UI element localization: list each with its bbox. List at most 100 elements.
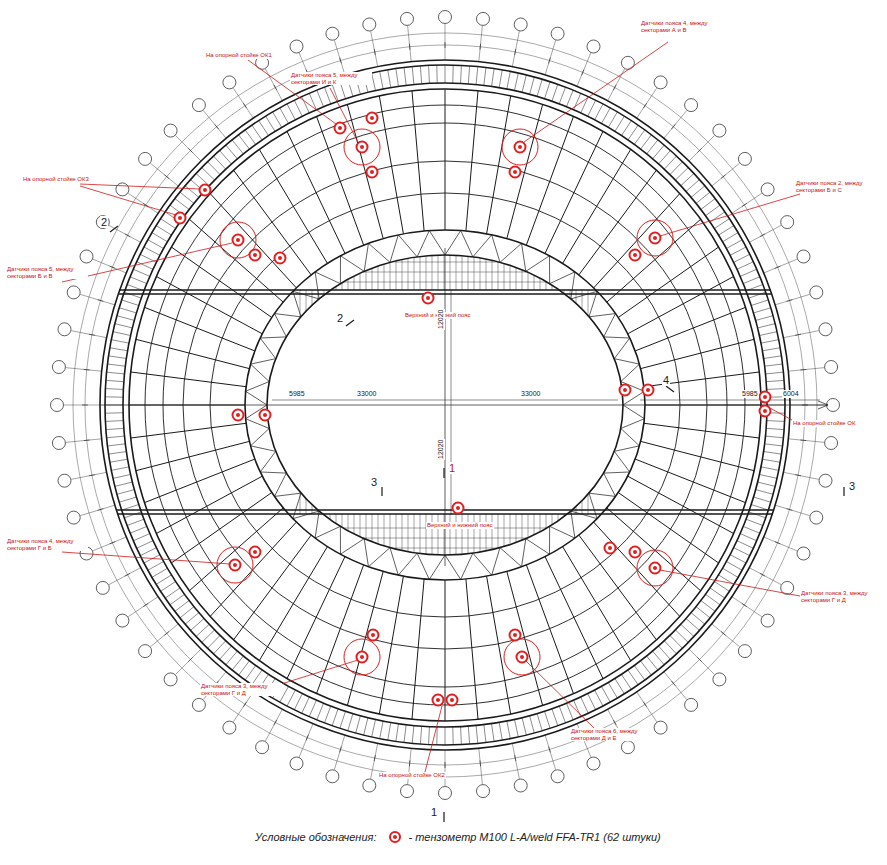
dimension-tick: [760, 234, 765, 237]
secondary-beam: [582, 501, 583, 514]
secondary-beam: [408, 514, 409, 552]
strain-gauge: [250, 250, 261, 261]
section-mark: 2: [100, 216, 108, 228]
truss-diagonal: [589, 493, 597, 518]
secondary-beam: [432, 514, 433, 555]
truss-diagonal: [550, 526, 575, 538]
dimension-line: [640, 400, 820, 401]
gauge-halo: [637, 220, 673, 256]
truss-diagonal: [364, 539, 368, 567]
ring-hatch: [404, 67, 406, 85]
gauge-halo: [344, 639, 380, 675]
secondary-beam: [366, 514, 367, 539]
dimension-tick: [515, 49, 516, 55]
axis-line: [176, 136, 201, 161]
ring-hatch: [110, 348, 128, 351]
ring-hatch: [749, 292, 766, 298]
secondary-beam: [492, 514, 493, 550]
axis-bubble: [223, 76, 236, 89]
ring-hatch: [109, 452, 127, 455]
ring-hatch: [152, 233, 168, 242]
axis-line: [203, 110, 226, 138]
dimension-tick: [760, 573, 765, 576]
axis-line: [150, 624, 178, 647]
secondary-beam: [570, 512, 571, 514]
radial-rib: [618, 247, 718, 318]
dimension-tick: [98, 509, 104, 511]
ring-hatch: [107, 436, 125, 438]
radial-rib: [156, 476, 262, 533]
section-mark-line: [346, 320, 354, 326]
ring-hatch: [696, 192, 710, 203]
radial-rib: [136, 339, 249, 368]
secondary-beam: [576, 507, 577, 514]
ring-hatch: [372, 719, 376, 737]
ring-hatch: [767, 420, 785, 422]
ring-hatch: [287, 690, 295, 706]
section-mark: 2: [336, 312, 344, 324]
ring-hatch: [723, 233, 739, 242]
leader-line: [660, 194, 800, 236]
ring-hatch: [436, 727, 437, 745]
truss-diagonal: [429, 555, 445, 579]
truss-diagonal: [251, 359, 276, 364]
ring-hatch: [514, 73, 518, 91]
ring-hatch: [746, 519, 763, 525]
ring-hatch: [232, 656, 243, 670]
axis-bubble: [738, 152, 751, 165]
ring-hatch: [117, 490, 134, 495]
axis-bubble: [80, 250, 93, 263]
axis-line: [66, 368, 102, 372]
axis-bubble: [819, 474, 832, 487]
ring-hatch: [653, 651, 665, 665]
ring-hatch: [601, 108, 610, 124]
truss-diagonal: [246, 382, 270, 392]
axis-bubble: [164, 673, 177, 686]
gauge-halo: [217, 547, 253, 583]
ring-hatch: [628, 125, 638, 140]
ring-hatch: [595, 690, 603, 706]
strain-gauge: [357, 652, 368, 663]
ring-hatch: [765, 364, 783, 366]
ring-hatch: [537, 79, 542, 96]
ring-hatch: [109, 356, 127, 359]
truss-diagonal: [315, 526, 340, 538]
ring-hatch: [107, 372, 125, 374]
ring-hatch: [380, 71, 383, 89]
dimension-tick: [409, 44, 411, 50]
dimension-tick: [549, 747, 551, 753]
ring-hatch: [208, 635, 221, 648]
strain-gauge-center: [393, 835, 397, 839]
truss-diagonal: [315, 272, 340, 284]
secondary-beam: [336, 286, 337, 290]
secondary-beam: [456, 255, 457, 290]
truss-diagonal: [398, 553, 417, 575]
ring-hatch: [522, 718, 526, 735]
ring-hatch: [714, 219, 729, 229]
ring-hatch: [420, 66, 421, 84]
strain-gauge-center: [763, 409, 767, 413]
callout-note: Датчики пояса 5, между секторами Б и В: [6, 266, 88, 279]
axis-line: [265, 709, 282, 741]
secondary-beam: [354, 276, 355, 290]
axis-bubble: [797, 547, 810, 560]
axis-line: [445, 24, 446, 60]
secondary-beam: [336, 514, 337, 524]
truss-diagonal: [315, 272, 319, 299]
radial-rib: [234, 170, 312, 275]
axis-line: [788, 439, 824, 443]
ring-hatch: [324, 706, 330, 723]
truss-diagonal: [621, 428, 640, 445]
callout-note: Датчики пояса 5, между секторами И и К: [290, 72, 372, 85]
dimension-text: 5985: [741, 390, 759, 398]
radial-rib: [259, 547, 327, 661]
secondary-beam: [384, 264, 385, 290]
axis-bubble: [96, 581, 109, 594]
dimension-tick: [800, 369, 806, 371]
section-mark: 4: [662, 374, 670, 386]
radial-rib: [316, 116, 363, 245]
radial-rib: [189, 508, 283, 591]
secondary-beam: [444, 255, 445, 290]
truss-diagonal: [274, 314, 301, 317]
ring-hatch: [484, 67, 486, 85]
